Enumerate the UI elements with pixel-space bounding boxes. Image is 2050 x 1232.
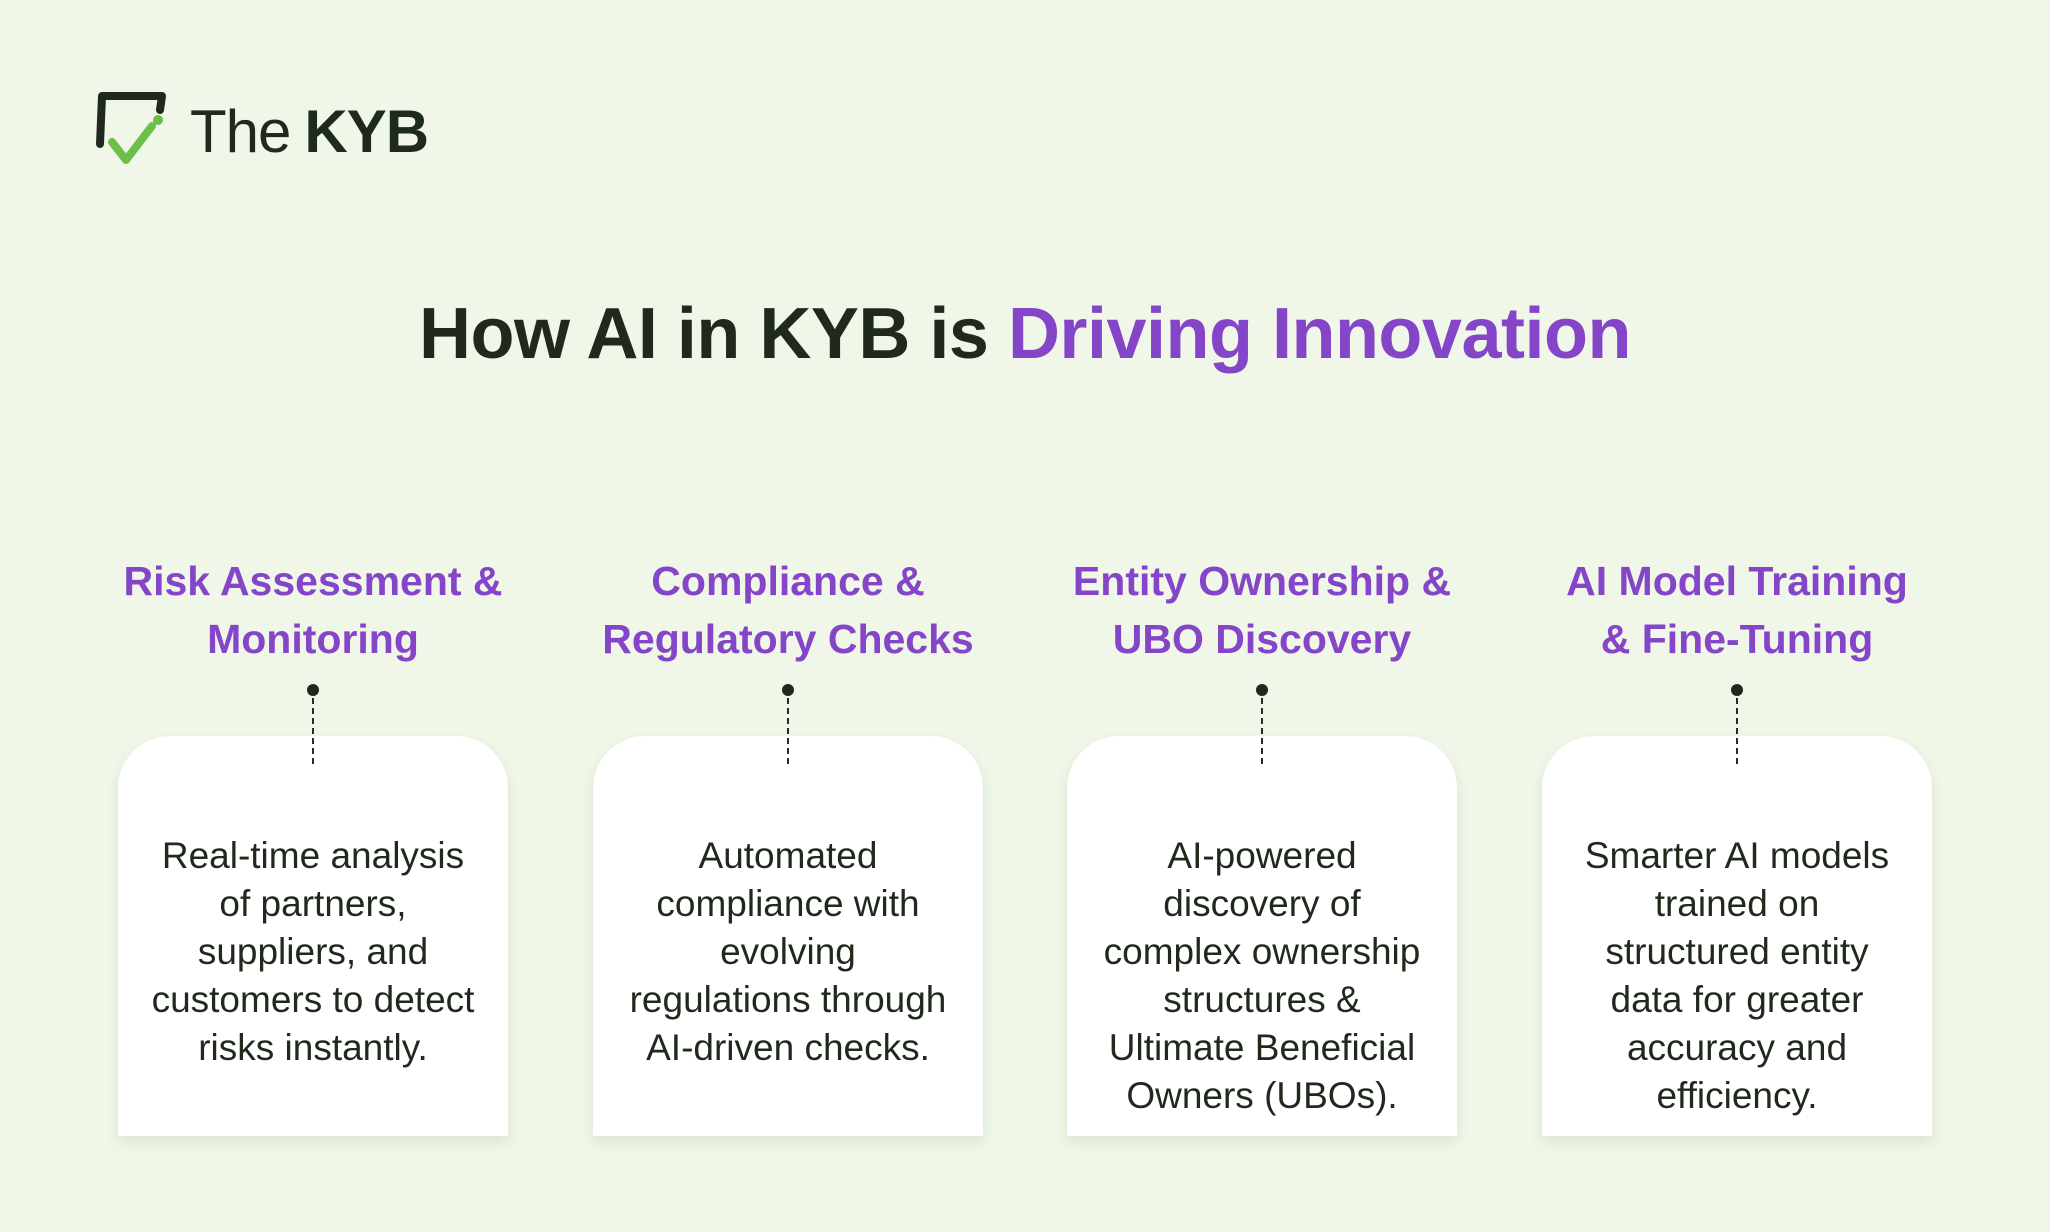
feature-title: Risk Assessment & Monitoring — [78, 552, 548, 668]
page-title: How AI in KYB is Driving Innovation — [0, 298, 2050, 370]
description-line: regulations through — [629, 979, 947, 1020]
description-line: complex ownership — [1103, 931, 1421, 972]
description-line: risks instantly. — [198, 1027, 428, 1068]
feature-title-line: UBO Discovery — [1112, 616, 1412, 662]
connector-dot — [307, 684, 319, 696]
feature-card: AI-powered discovery of complex ownershi… — [1067, 736, 1457, 1136]
description-line: customers to detect — [151, 979, 475, 1020]
connector-line — [312, 698, 314, 764]
feature-title: Entity Ownership & UBO Discovery — [1027, 552, 1497, 668]
description-line: trained on — [1654, 883, 1820, 924]
description-line: data for greater — [1610, 979, 1864, 1020]
description-line: efficiency. — [1656, 1075, 1818, 1116]
description-line: Owners (UBOs). — [1126, 1075, 1398, 1116]
connector-dot — [1256, 684, 1268, 696]
brand-name-light: The — [190, 98, 291, 165]
feature-title: Compliance & Regulatory Checks — [553, 552, 1023, 668]
description-line: of partners, — [219, 883, 407, 924]
feature-title-line: & Fine-Tuning — [1600, 616, 1874, 662]
description-line: AI-driven checks. — [646, 1027, 930, 1068]
description-line: evolving — [720, 931, 856, 972]
feature-title: AI Model Training & Fine-Tuning — [1502, 552, 1972, 668]
description-line: structures & — [1163, 979, 1361, 1020]
feature-description: Automated compliance with evolving regul… — [605, 832, 971, 1072]
description-line: accuracy and — [1626, 1027, 1848, 1068]
description-line: Real-time analysis — [161, 835, 465, 876]
description-line: AI-powered — [1167, 835, 1357, 876]
feature-description: AI-powered discovery of complex ownershi… — [1079, 832, 1445, 1120]
brand-name-bold: KYB — [304, 98, 429, 165]
description-line: compliance with — [656, 883, 920, 924]
description-line: structured entity — [1605, 931, 1869, 972]
description-line: Smarter AI models — [1584, 835, 1890, 876]
feature-description: Smarter AI models trained on structured … — [1554, 832, 1920, 1120]
feature-description: Real-time analysis of partners, supplier… — [130, 832, 496, 1072]
feature-title-line: AI Model Training — [1566, 558, 1908, 604]
feature-title-line: Entity Ownership & — [1072, 558, 1452, 604]
feature-title-line: Risk Assessment & — [123, 558, 503, 604]
feature-title-line: Monitoring — [207, 616, 419, 662]
connector-line — [787, 698, 789, 764]
title-part-dark: How AI in KYB is — [419, 294, 989, 374]
feature-title-line: Regulatory Checks — [602, 616, 974, 662]
connector-line — [1261, 698, 1263, 764]
feature-card: Smarter AI models trained on structured … — [1542, 736, 1932, 1136]
feature-card: Real-time analysis of partners, supplier… — [118, 736, 508, 1136]
description-line: Automated — [698, 835, 878, 876]
description-line: Ultimate Beneficial — [1108, 1027, 1416, 1068]
description-line: discovery of — [1163, 883, 1361, 924]
description-line: suppliers, and — [197, 931, 429, 972]
shield-check-icon — [96, 92, 166, 164]
feature-card: Automated compliance with evolving regul… — [593, 736, 983, 1136]
connector-dot — [1731, 684, 1743, 696]
connector-line — [1736, 698, 1738, 764]
feature-title-line: Compliance & — [651, 558, 925, 604]
title-part-accent: Driving Innovation — [1007, 294, 1632, 374]
connector-dot — [782, 684, 794, 696]
